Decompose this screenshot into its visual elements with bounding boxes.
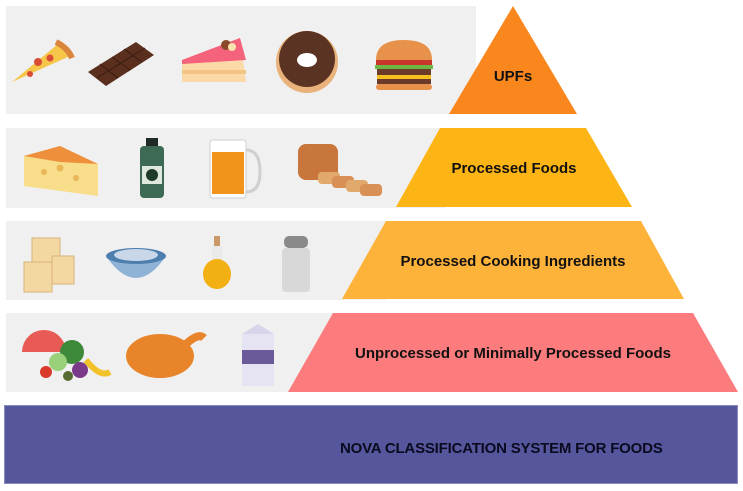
tier-cooking-ingredients-trapezoid <box>342 221 684 299</box>
cheese-wedge-icon <box>24 146 98 196</box>
tier-processed-trapezoid <box>396 128 632 207</box>
tier-unprocessed-label: Unprocessed or Minimally Processed Foods <box>355 345 671 362</box>
tier-processed-label: Processed Foods <box>451 160 577 177</box>
bread-loaf-icon <box>298 144 382 196</box>
fruits-vegetables-icon <box>22 330 112 381</box>
nova-banner: NOVA CLASSIFICATION SYSTEM FOR FOODS <box>4 405 738 484</box>
chocolate-donut-icon <box>276 31 338 93</box>
oil-bottle-icon <box>203 236 231 289</box>
cheeseburger-icon <box>375 40 433 90</box>
roast-chicken-icon <box>126 332 207 378</box>
flour-bowl-icon <box>106 248 166 278</box>
tier-unprocessed-trapezoid <box>288 313 738 392</box>
juice-bottle-icon <box>140 138 164 198</box>
sugar-cubes-icon <box>23 237 75 293</box>
cake-slice-icon <box>182 38 246 82</box>
tier-upf-label: UPFs <box>493 68 533 85</box>
banner-title: NOVA CLASSIFICATION SYSTEM FOR FOODS <box>340 440 663 457</box>
beer-mug-icon <box>209 139 262 199</box>
tier-cooking-ingredients-label: Processed Cooking Ingredients <box>400 253 626 270</box>
chocolate-bar-icon <box>88 42 154 86</box>
tier-upf-triangle <box>449 6 577 114</box>
milk-carton-icon <box>242 324 274 386</box>
salt-shaker-icon <box>282 236 310 292</box>
pizza-slice-icon <box>12 39 75 82</box>
